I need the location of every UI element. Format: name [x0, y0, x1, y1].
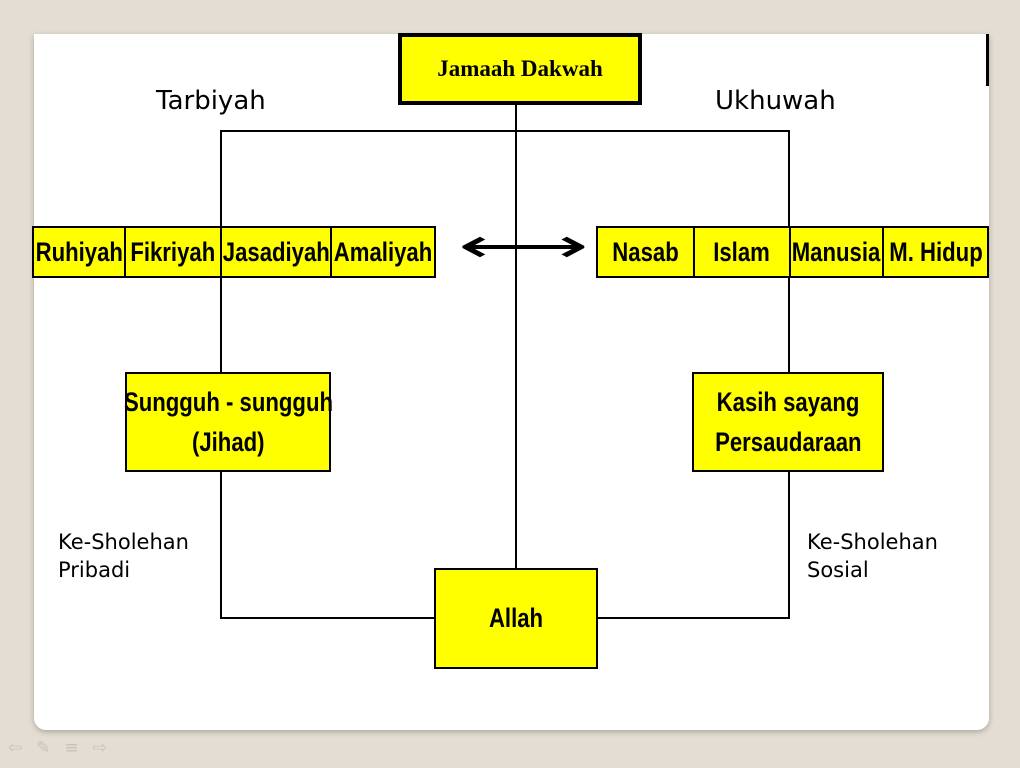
right-note-line2: Sosial: [807, 558, 869, 582]
bottom-box-text: Allah: [488, 603, 544, 633]
right-item-row: Nasab Islam Manusia M. Hidup: [596, 226, 989, 278]
bottom-box: Allah: [434, 568, 598, 669]
left-vertical-line-lower: [220, 470, 222, 619]
left-item-row: Ruhiyah Fikriyah Jasadiyah Amaliyah: [32, 226, 436, 278]
left-note-line1: Ke-Sholehan: [58, 530, 189, 554]
left-note: Ke-Sholehan Pribadi: [58, 528, 189, 584]
right-note-line1: Ke-Sholehan: [807, 530, 938, 554]
right-middle-box: Kasih sayang Persaudaraan: [692, 372, 884, 472]
left-item: Fikriyah: [126, 228, 222, 276]
right-note: Ke-Sholehan Sosial: [807, 528, 938, 584]
slideshow-nav: ⇦ ✎ ≡ ⇨: [8, 738, 107, 758]
title-text: Jamaah Dakwah: [437, 56, 603, 81]
slide-edge-mark: [986, 34, 989, 86]
left-middle-box-line2: (Jihad): [191, 427, 265, 457]
bottom-right-line: [596, 617, 790, 619]
center-vertical-line: [515, 103, 517, 569]
right-middle-box-line1: Kasih sayang: [716, 387, 860, 417]
next-arrow-icon[interactable]: ⇨: [92, 738, 107, 758]
right-item: Manusia: [791, 228, 884, 276]
right-item: M. Hidup: [888, 236, 983, 267]
left-middle-box: Sungguh - sungguh (Jihad): [123, 372, 333, 472]
left-heading: Tarbiyah: [156, 86, 266, 116]
left-item: Jasadiyah: [222, 228, 332, 276]
left-item: Ruhiyah: [34, 228, 126, 276]
bottom-left-line: [220, 617, 436, 619]
prev-arrow-icon[interactable]: ⇦: [8, 738, 23, 758]
pen-icon[interactable]: ✎: [36, 738, 51, 758]
double-arrow-icon: ⟷: [458, 218, 589, 274]
right-vertical-line-lower: [788, 470, 790, 619]
right-heading: Ukhuwah: [715, 86, 836, 116]
right-item: Nasab: [598, 228, 695, 276]
right-middle-box-line2: Persaudaraan: [714, 427, 862, 457]
title-box: Jamaah Dakwah: [398, 33, 642, 105]
right-item: Islam: [695, 228, 791, 276]
menu-icon[interactable]: ≡: [64, 738, 79, 758]
left-note-line2: Pribadi: [58, 558, 131, 582]
top-horizontal-line: [220, 130, 790, 132]
left-middle-box-line1: Sungguh - sungguh: [123, 387, 333, 417]
left-item: Amaliyah: [333, 236, 433, 267]
